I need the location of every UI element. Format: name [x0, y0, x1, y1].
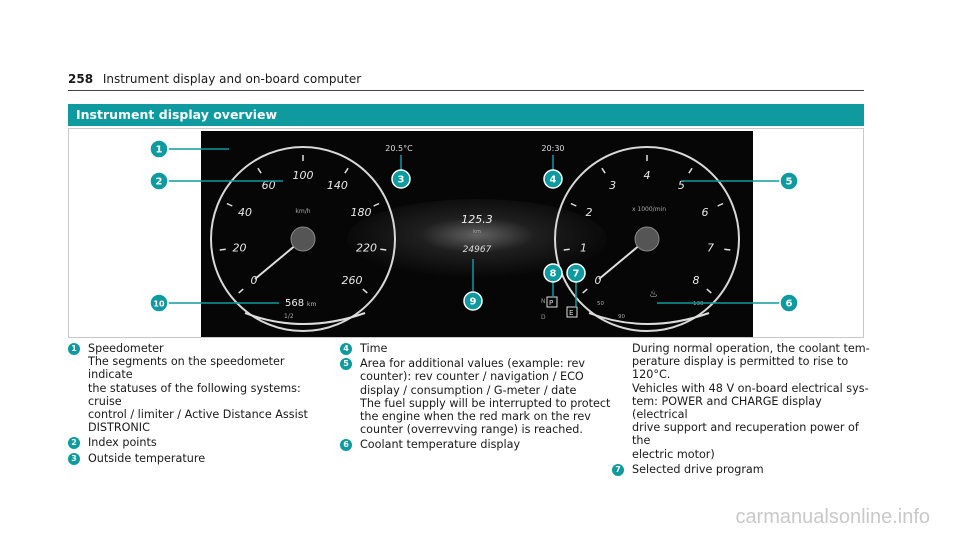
callout-number: 5: [340, 358, 352, 370]
speedometer-tick-label: 140: [327, 179, 348, 192]
legend-item-title: Index points: [88, 436, 323, 449]
drive-program: E: [569, 309, 573, 317]
callout-label: 4: [550, 175, 557, 186]
header-rule: [68, 90, 864, 91]
legend-item-4: 4 Time: [340, 342, 612, 355]
callout-number: 2: [68, 437, 80, 449]
speedometer-tick-label: 180: [351, 206, 372, 219]
speedometer-tick-label: 260: [342, 274, 363, 287]
callout-label: 2: [156, 177, 163, 188]
instrument-display-figure: 0204060100140180220260 km/h 568 km 1/2 0…: [68, 128, 864, 338]
speedometer-unit: km/h: [295, 208, 310, 215]
legend-item-desc: counter): rev counter / navigation / ECO…: [360, 370, 612, 436]
tachometer-tick-mark: [564, 249, 570, 250]
callout-number: 4: [340, 343, 352, 355]
legend-column-3: During normal operation, the coolant tem…: [612, 342, 872, 478]
legend-item-title: Selected drive program: [632, 463, 872, 476]
page-header: 258 Instrument display and on-board comp…: [68, 72, 361, 86]
gear-n: N: [541, 298, 546, 305]
speedometer-hub: [291, 227, 315, 251]
callout-label: 3: [398, 175, 405, 186]
range-unit: km: [307, 301, 316, 308]
speedometer-tick-label: 40: [238, 206, 252, 219]
callout-number: 3: [68, 453, 80, 465]
coolant-icon: ♨: [649, 289, 658, 300]
tachometer-tick-label: 1: [580, 241, 587, 254]
legend-column-2: 4 Time 5 Area for additional values (exa…: [340, 342, 612, 454]
clock: 20:30: [541, 144, 564, 153]
coolant-temp-50: 50: [597, 301, 604, 307]
speedometer-tick-mark: [380, 249, 386, 250]
fuel-half-label: 1/2: [284, 313, 294, 320]
legend-item-2: 2 Index points: [68, 436, 323, 449]
tachometer-unit: x 1000/min: [632, 206, 666, 213]
page-number: 258: [68, 72, 93, 86]
tachometer-tick-label: 7: [707, 241, 714, 254]
legend-item-6: 6 Coolant temperature display: [340, 438, 612, 451]
gear-p: P: [549, 299, 553, 307]
coolant-temp-90: 90: [618, 314, 625, 320]
outside-temperature: 20.5°C: [385, 144, 413, 153]
callout-number: 6: [340, 439, 352, 451]
legend-item-title: Speedometer: [88, 342, 323, 355]
range-value: 568: [285, 298, 304, 309]
gear-d: D: [541, 314, 546, 321]
legend-item-7: 7 Selected drive program: [612, 463, 872, 476]
speedometer-tick-label: 220: [356, 241, 377, 254]
trip-unit: km: [473, 229, 481, 235]
tachometer-tick-label: 2: [586, 206, 593, 219]
section-band: Instrument display overview: [68, 104, 864, 126]
callout-label: 5: [786, 177, 793, 188]
tachometer-hub: [635, 227, 659, 251]
callout-label: 9: [470, 297, 477, 308]
tachometer-tick-label: 0: [595, 274, 602, 287]
page-header-title: Instrument display and on-board computer: [103, 72, 361, 86]
tachometer-tick-label: 3: [609, 179, 616, 192]
tachometer-tick-label: 4: [644, 169, 651, 182]
section-title: Instrument display overview: [76, 107, 277, 122]
speedometer-tick-label: 20: [233, 241, 247, 254]
callout-label: 7: [573, 269, 580, 280]
callout-number: 7: [612, 464, 624, 476]
legend-item-5: 5 Area for additional values (example: r…: [340, 357, 612, 436]
callout-label: 10: [153, 300, 165, 309]
coolant-description: During normal operation, the coolant tem…: [612, 342, 872, 461]
odometer: 24967: [463, 245, 492, 255]
legend-item-desc: The segments on the speedometer indicate…: [88, 355, 323, 434]
tachometer-tick-mark: [724, 249, 730, 250]
speedometer-tick-label: 100: [293, 169, 314, 182]
callout-label: 1: [156, 145, 163, 156]
legend-item-title: Area for additional values (example: rev: [360, 357, 612, 370]
legend-item-title: Time: [360, 342, 612, 355]
legend-item-1: 1 Speedometer The segments on the speedo…: [68, 342, 323, 434]
callout-label: 6: [786, 299, 793, 310]
callout-label: 8: [550, 269, 557, 280]
tachometer-tick-label: 8: [693, 274, 700, 287]
coolant-temp-130: 130: [693, 301, 704, 307]
legend-item-title: Coolant temperature display: [360, 438, 612, 451]
legend-item-3: 3 Outside temperature: [68, 452, 323, 465]
speedometer-tick-label: 0: [251, 274, 258, 287]
legend-item-title: Outside temperature: [88, 452, 323, 465]
speedometer-tick-mark: [220, 249, 226, 250]
trip-distance: 125.3: [461, 213, 493, 226]
watermark: carmanualsonline.info: [735, 506, 930, 529]
center-glow: [347, 199, 607, 279]
tachometer-tick-label: 6: [702, 206, 709, 219]
legend-column-1: 1 Speedometer The segments on the speedo…: [68, 342, 323, 467]
callout-number: 1: [68, 343, 80, 355]
